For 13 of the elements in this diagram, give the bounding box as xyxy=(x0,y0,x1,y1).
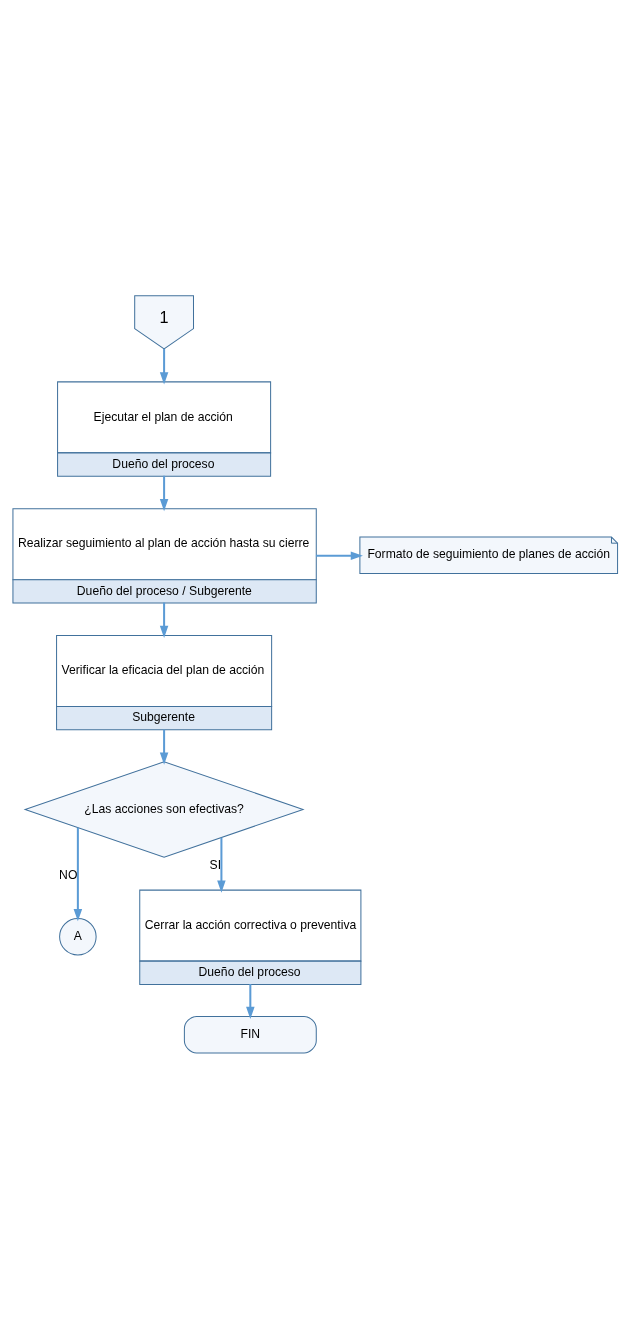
node-box: FIN xyxy=(183,1015,317,1054)
arrow xyxy=(159,349,169,385)
arrow xyxy=(73,827,83,922)
arrow xyxy=(159,602,169,638)
arrow xyxy=(159,729,169,765)
arrow xyxy=(246,984,255,1020)
node-diamond: ¿Las acciones son efectivas? xyxy=(23,761,305,858)
arrow xyxy=(217,837,226,893)
node-circle: A xyxy=(59,918,97,956)
edge-label: SI xyxy=(209,858,222,873)
arrow xyxy=(315,551,363,561)
edge-label: NO xyxy=(59,867,78,882)
arrow xyxy=(159,475,169,512)
